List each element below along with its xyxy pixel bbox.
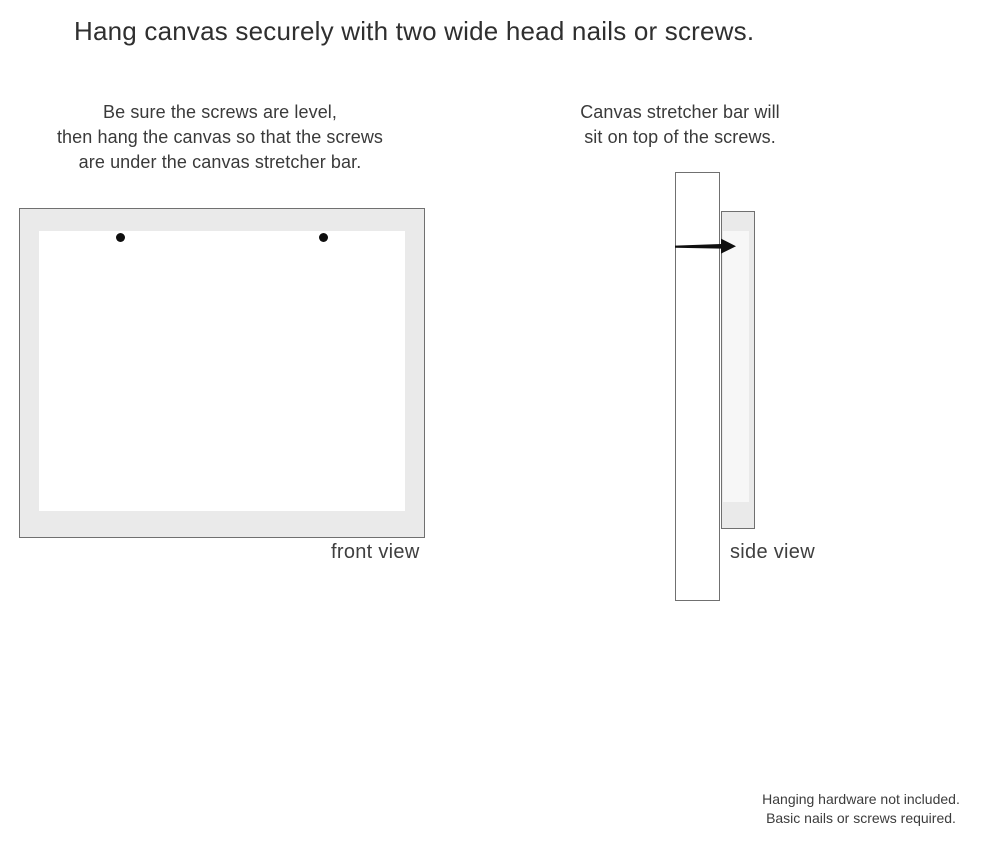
front-instruction-line-2: then hang the canvas so that the screws bbox=[56, 127, 384, 147]
side-view-wall bbox=[675, 172, 720, 601]
front-view-instructions: Be sure the screws are level, then hang … bbox=[0, 100, 440, 175]
front-view-label: front view bbox=[331, 541, 420, 563]
nail-icon bbox=[675, 238, 736, 254]
side-instruction-line-2: sit on top of the screws. bbox=[584, 127, 776, 147]
screw-dot-left-icon bbox=[116, 233, 125, 242]
side-instruction-line-1: Canvas stretcher bar will bbox=[580, 102, 780, 122]
page-title: Hang canvas securely with two wide head … bbox=[74, 16, 755, 46]
nail-shape bbox=[675, 238, 736, 254]
side-view-label: side view bbox=[730, 541, 815, 563]
front-instruction-line-1: Be sure the screws are level, bbox=[103, 102, 337, 122]
side-view-instructions: Canvas stretcher bar will sit on top of … bbox=[558, 100, 802, 150]
hardware-footnote: Hanging hardware not included. Basic nai… bbox=[731, 790, 990, 828]
front-view-canvas-face bbox=[39, 231, 405, 511]
front-instruction-line-3: are under the canvas stretcher bar. bbox=[78, 152, 362, 172]
side-view-canvas-edge-inner bbox=[723, 231, 749, 502]
footnote-line-1: Hanging hardware not included. bbox=[762, 791, 960, 807]
screw-dot-right-icon bbox=[319, 233, 328, 242]
footnote-line-2: Basic nails or screws required. bbox=[766, 810, 956, 826]
